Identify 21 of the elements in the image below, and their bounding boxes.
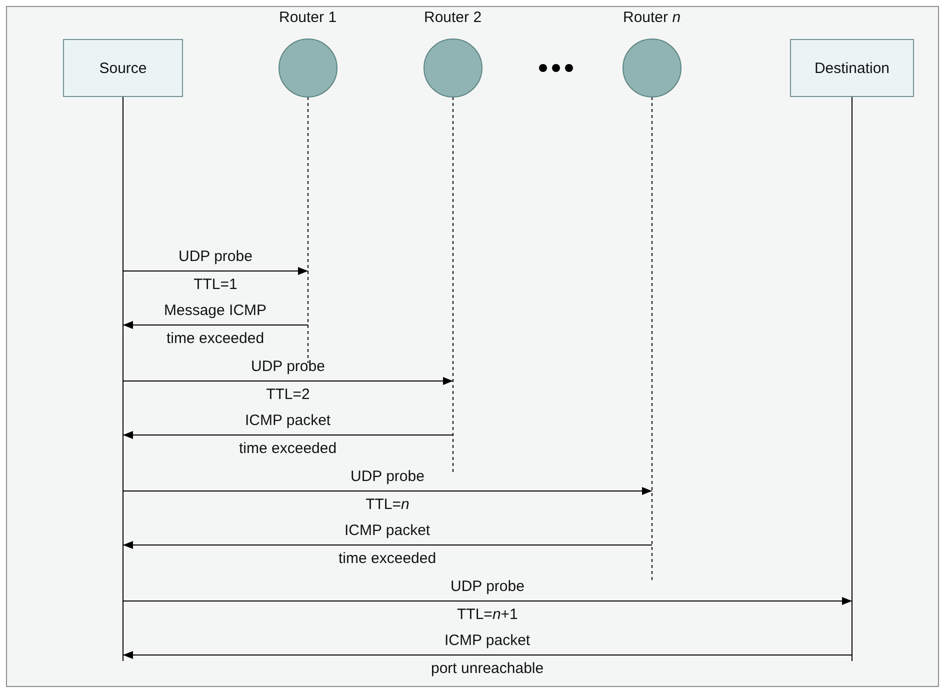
message-label: UDP probe TTL=n+1: [450, 577, 524, 625]
message-label: UDP probe TTL=n: [350, 467, 424, 515]
arrow: [122, 597, 852, 605]
arrow: [122, 377, 454, 385]
arrow: [122, 321, 308, 329]
entity-box: Source: [63, 39, 183, 97]
arrow: [122, 267, 308, 275]
arrow: [122, 541, 652, 549]
entity-box: Destination: [790, 39, 914, 97]
arrow: [122, 487, 652, 495]
message-label: ICMP packet time exceeded: [338, 521, 436, 569]
router-label: Router n: [623, 9, 681, 26]
router-label: Router 2: [424, 9, 482, 26]
message-label: Message ICMP time exceeded: [164, 301, 267, 349]
message-label: ICMP packet port unreachable: [431, 631, 544, 679]
arrow: [122, 431, 454, 439]
message-label: UDP probe TTL=1: [178, 247, 252, 295]
router-label: Router 1: [279, 9, 337, 26]
message-label: UDP probe TTL=2: [251, 357, 325, 405]
arrow: [122, 651, 852, 659]
message-label: ICMP packet time exceeded: [239, 411, 337, 459]
